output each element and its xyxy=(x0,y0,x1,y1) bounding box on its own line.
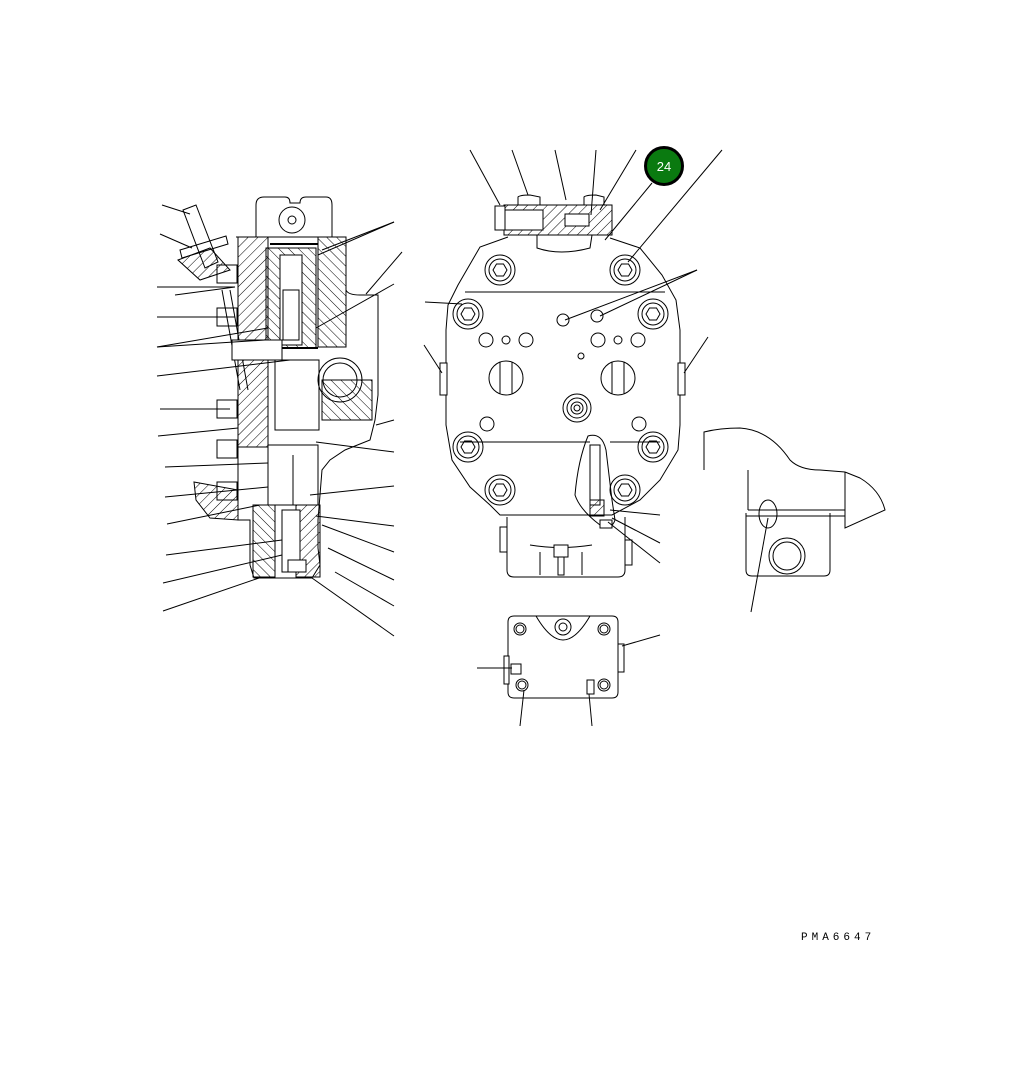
bottom-cover-view xyxy=(477,615,661,727)
right-side-view xyxy=(703,427,886,613)
bolt-heads xyxy=(452,254,669,506)
drawing-id-label: PMA6647 xyxy=(801,932,876,944)
left-sectional-view xyxy=(156,196,403,637)
center-front-view xyxy=(423,149,723,578)
callout-badge-24[interactable]: 24 xyxy=(644,146,684,186)
callout-label: 24 xyxy=(656,158,672,174)
leader-lines-left xyxy=(156,204,291,612)
leader-lines-right xyxy=(309,221,403,637)
leader-lines-center xyxy=(423,149,723,564)
